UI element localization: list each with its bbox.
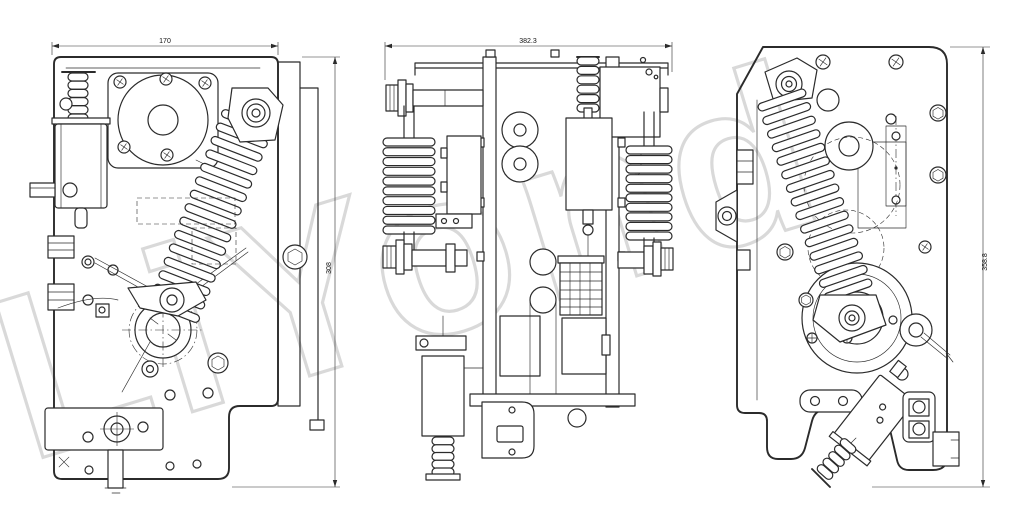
shaft-washers: [501, 111, 539, 183]
trip-solenoid: [29, 117, 111, 229]
ratchet-gear-stack: [529, 248, 605, 316]
side-view: 382.3: [382, 38, 674, 481]
rear-view: 358.8: [715, 46, 990, 488]
front-view: 170 308: [29, 38, 340, 494]
dimension-width-front: 170: [51, 38, 279, 55]
reference-outline: [136, 197, 237, 265]
latch-assembly: [47, 235, 173, 318]
auxiliary-switch: [811, 359, 915, 488]
closing-spring-rear: [757, 88, 873, 302]
shunt-release: [415, 315, 484, 481]
upper-shaft-left: [385, 79, 484, 117]
dimension-width-side: 382.3: [384, 38, 673, 80]
spring-bottom-anchor: [812, 294, 887, 343]
spring-anchor-bracket: [227, 87, 284, 143]
dim-text-side-width: 382.3: [519, 38, 537, 45]
crank-arm: [127, 281, 207, 317]
motor-screw-icon: [113, 72, 212, 162]
auxiliary-spring: [59, 71, 96, 123]
contact-spring-right: [625, 111, 673, 257]
dim-text-front-width: 170: [159, 38, 171, 45]
plate-holes: [58, 244, 308, 475]
lower-shaft-left: [382, 239, 468, 275]
closing-spring: [147, 109, 274, 323]
manual-charge-lever: [899, 313, 954, 363]
contact-spring-left: [382, 105, 436, 253]
mounting-plate: [53, 56, 325, 480]
dim-text-rear-height: 358.8: [982, 253, 989, 271]
lower-shaft-right: [617, 241, 674, 277]
plate-fasteners: [776, 54, 947, 261]
frame-plates: [414, 49, 669, 408]
charging-motor: [107, 72, 219, 169]
dimension-height-rear: 358.8: [872, 46, 990, 488]
guide-slot-plate: [857, 116, 907, 229]
dim-text-front-height: 308: [326, 262, 333, 274]
left-inner-module: [435, 135, 482, 229]
terminal-bracket: [902, 391, 960, 467]
dimension-height-front: 308: [232, 56, 340, 488]
mounting-bracket: [481, 401, 535, 459]
opening-spring-small: [576, 56, 600, 125]
cam-follower: [803, 88, 901, 287]
interlock-box: [44, 407, 164, 494]
release-coil: [565, 117, 642, 259]
